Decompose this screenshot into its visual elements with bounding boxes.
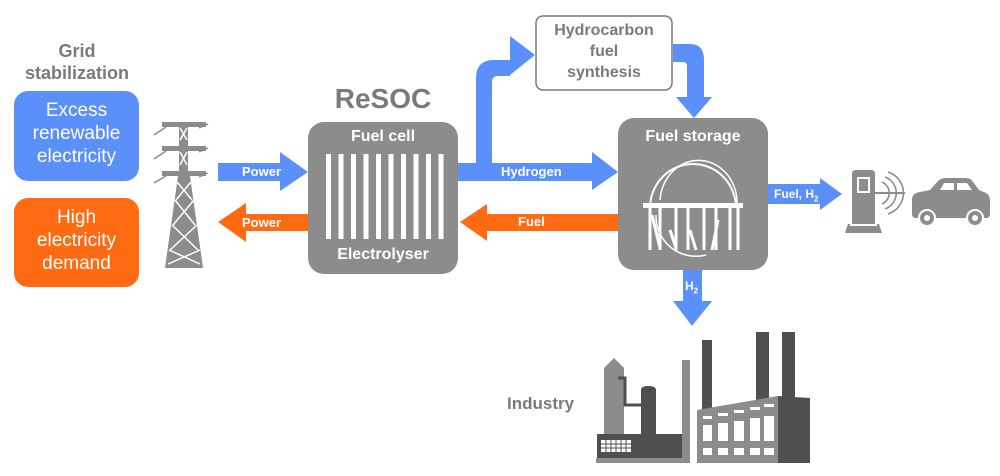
electrolyser-label: Electrolyser bbox=[337, 246, 429, 263]
industry-label: Industry bbox=[507, 394, 575, 413]
resoc-box bbox=[308, 122, 458, 274]
factory-icon bbox=[596, 332, 810, 463]
synthesis-box bbox=[535, 15, 673, 91]
power-in-arrow bbox=[218, 152, 308, 191]
h2-text: H bbox=[685, 279, 694, 293]
power-out-label: Power bbox=[242, 215, 282, 230]
fuel-arrow bbox=[460, 204, 618, 241]
synthesis-label: Hydrocarbon fuel synthesis bbox=[536, 20, 672, 83]
demand-line3: demand bbox=[42, 253, 111, 274]
fuel-cell-label: Fuel cell bbox=[350, 128, 416, 145]
car-icon bbox=[912, 178, 990, 227]
high-demand-box: High electricity demand bbox=[14, 198, 139, 287]
h2-label: H2 bbox=[685, 279, 698, 295]
fuel-label: Fuel bbox=[518, 214, 545, 229]
storage-tank-icon bbox=[643, 159, 743, 258]
demand-line2: electricity bbox=[36, 230, 117, 251]
fuel-storage-title: Fuel storage bbox=[645, 128, 741, 145]
synthesis-line1: Hydrocarbon bbox=[554, 22, 654, 39]
fuel-h2-text: Fuel, H bbox=[774, 187, 815, 201]
excess-renewable-box: Excess renewable electricity bbox=[14, 91, 139, 181]
demand-line1: High bbox=[56, 207, 97, 228]
excess-line1: Excess bbox=[45, 100, 108, 121]
resoc-title: ReSOC bbox=[334, 83, 432, 114]
fuel-h2-arrow bbox=[768, 178, 842, 210]
excess-line3: electricity bbox=[36, 146, 117, 167]
h2-subscript: 2 bbox=[693, 286, 699, 296]
hydrogen-arrow bbox=[458, 152, 618, 190]
grid-title-line2: stabilization bbox=[24, 63, 129, 83]
synthesis-line2: fuel bbox=[589, 43, 619, 60]
cell-stack-icon bbox=[326, 154, 444, 239]
grid-title-line1: Grid bbox=[58, 41, 96, 61]
fuel-pump-icon bbox=[845, 170, 905, 233]
synthesis-line3: synthesis bbox=[567, 64, 641, 81]
h2-down-arrow bbox=[673, 270, 712, 326]
power-out-arrow bbox=[218, 203, 308, 242]
synthesis-feed-arrow bbox=[476, 36, 535, 163]
fuel-h2-subscript: 2 bbox=[814, 194, 819, 204]
power-in-label: Power bbox=[242, 164, 282, 179]
fuel-h2-label: Fuel, H2 bbox=[774, 187, 818, 203]
grid-title: Grid stabilization bbox=[14, 40, 140, 84]
hydrogen-label: Hydrogen bbox=[501, 164, 562, 179]
synthesis-output-arrow bbox=[673, 44, 712, 118]
power-tower-icon bbox=[153, 122, 209, 268]
excess-line2: renewable bbox=[32, 123, 121, 144]
